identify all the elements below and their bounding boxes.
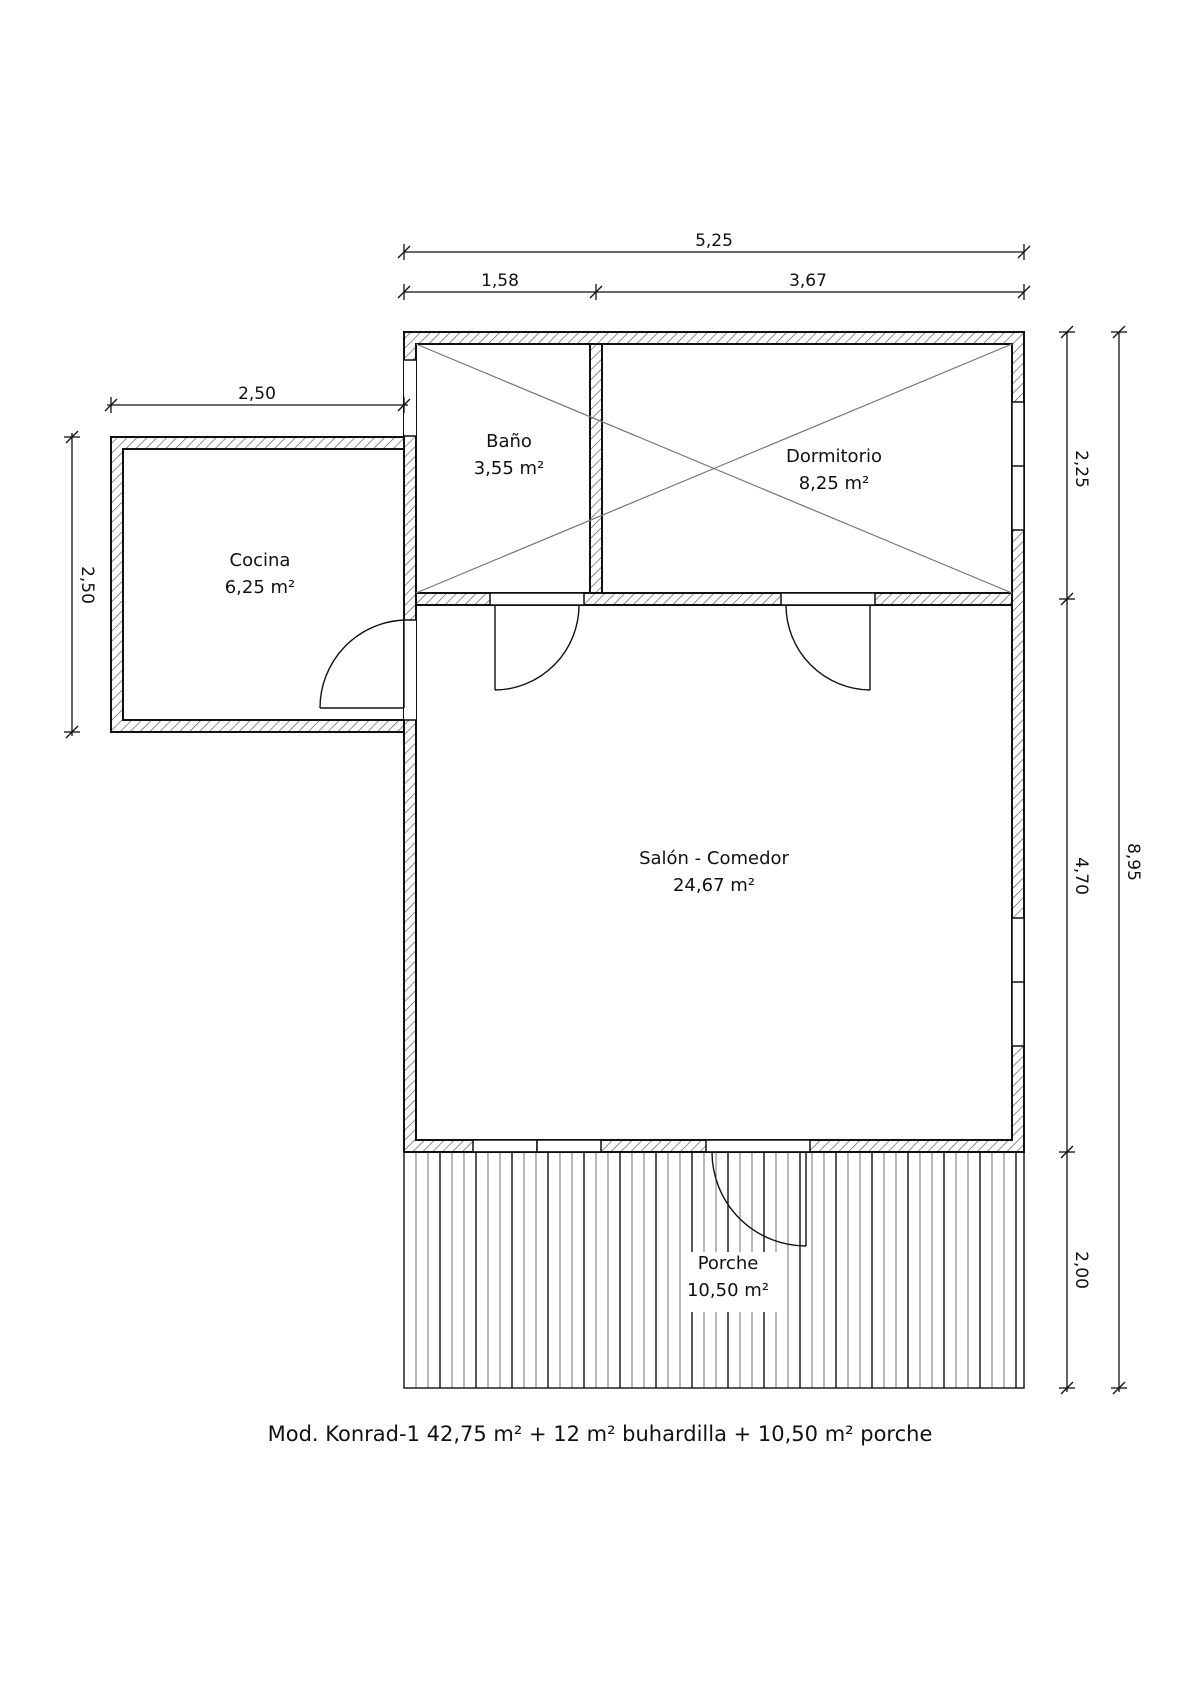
attic-cross xyxy=(415,343,1013,594)
dim-cocina-width: 2,50 xyxy=(238,384,276,404)
bano-door-gap xyxy=(489,592,585,606)
partition-bano-dormitorio xyxy=(589,343,603,594)
room-dormitorio-area: 8,25 m² xyxy=(799,473,870,494)
openings xyxy=(404,359,1025,1153)
room-porche-area: 10,50 m² xyxy=(687,1280,769,1301)
dim-right-mid: 4,70 xyxy=(1071,857,1091,895)
main-outer-wall xyxy=(403,331,1025,1153)
dimension-lines xyxy=(64,244,1127,1395)
porche-door-gap xyxy=(705,1139,811,1153)
room-salon-area: 24,67 m² xyxy=(673,875,755,896)
room-dormitorio-name: Dormitorio xyxy=(786,446,882,467)
dim-top-right: 3,67 xyxy=(789,271,827,291)
room-labels: Baño 3,55 m² Dormitorio 8,25 m² Cocina 6… xyxy=(225,431,882,1312)
salon-window-left-1 xyxy=(472,1139,538,1153)
dim-cocina-height: 2,50 xyxy=(77,566,97,604)
room-bano-name: Baño xyxy=(486,431,532,452)
dim-top-total: 5,25 xyxy=(695,231,733,251)
plan-caption: Mod. Konrad-1 42,75 m² + 12 m² buhardill… xyxy=(267,1422,933,1446)
walls xyxy=(110,331,1025,1153)
dim-right-bottom: 2,00 xyxy=(1071,1251,1091,1289)
dim-right-top: 2,25 xyxy=(1071,450,1091,488)
room-bano-area: 3,55 m² xyxy=(474,458,545,479)
room-cocina-name: Cocina xyxy=(230,550,291,571)
room-porche-name: Porche xyxy=(698,1253,759,1274)
salon-window-left-2 xyxy=(536,1139,602,1153)
door-swings xyxy=(319,604,871,1247)
dormitorio-door-gap xyxy=(780,592,876,606)
dim-top-left: 1,58 xyxy=(481,271,519,291)
dimension-labels: 5,25 1,58 3,67 2,50 2,50 2,25 4,70 2,00 … xyxy=(77,231,1143,1289)
room-cocina-area: 6,25 m² xyxy=(225,577,296,598)
dim-right-total: 8,95 xyxy=(1123,843,1143,881)
room-salon-name: Salón - Comedor xyxy=(639,848,789,869)
